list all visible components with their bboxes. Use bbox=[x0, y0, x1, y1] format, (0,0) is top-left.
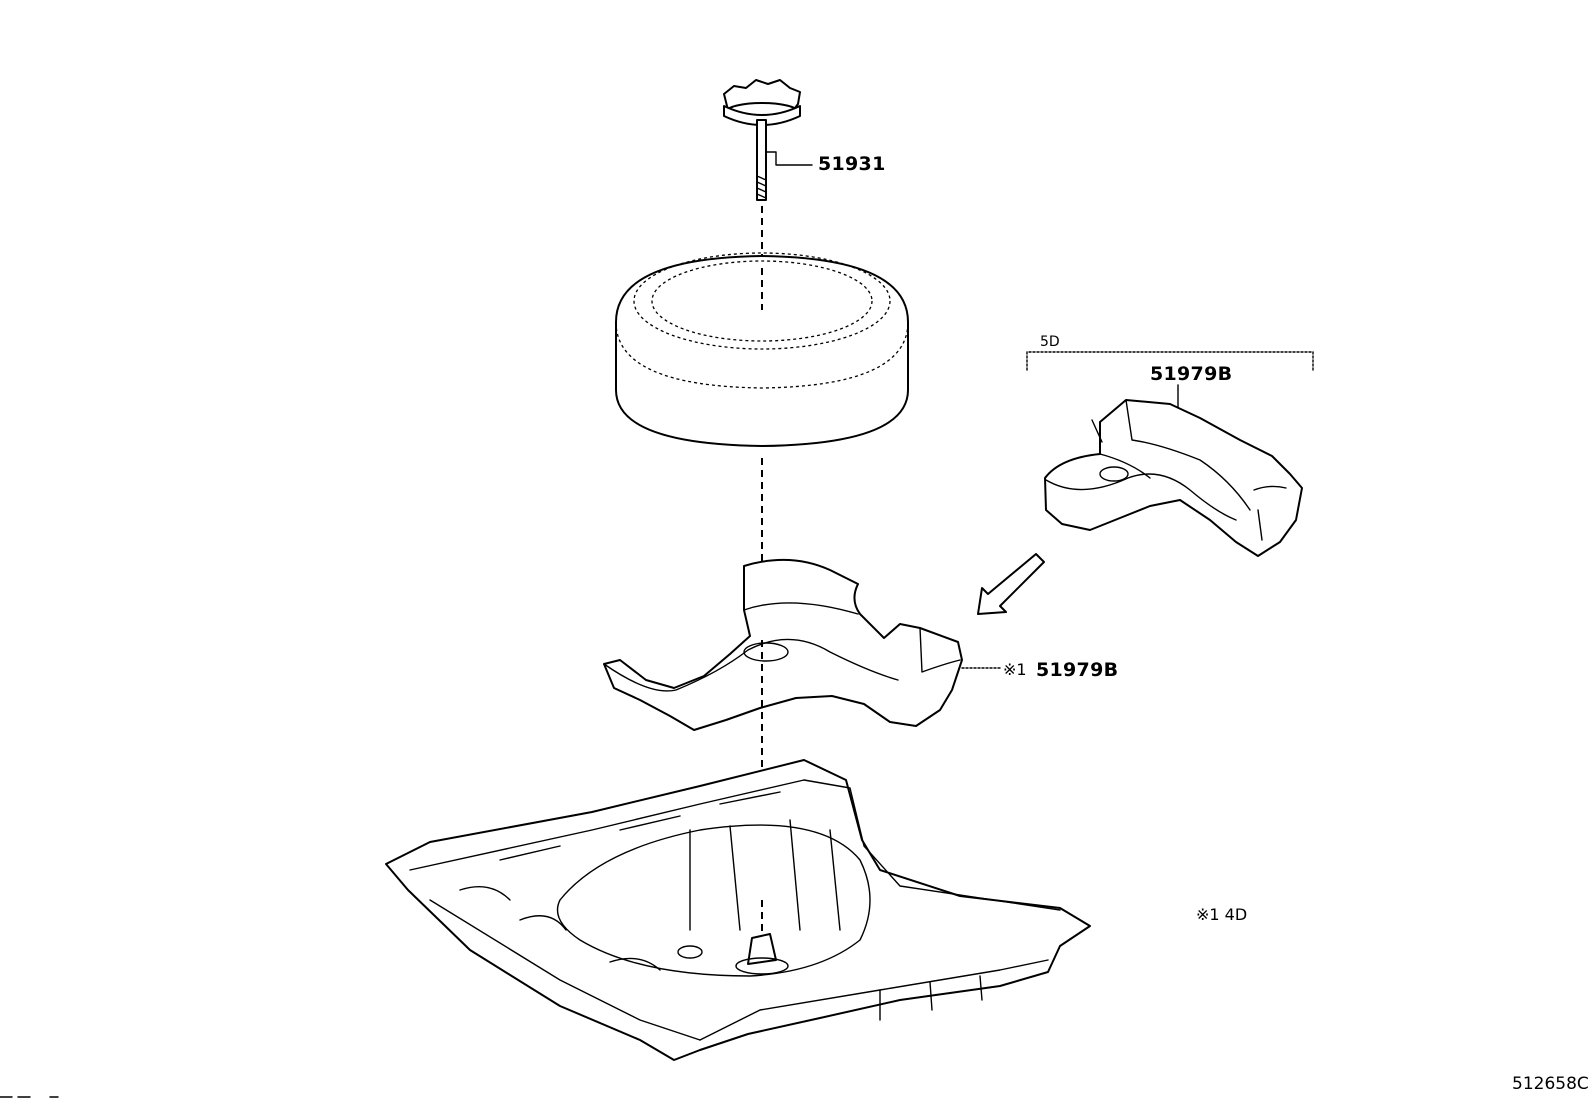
figure-id: 512658C bbox=[1512, 1074, 1589, 1094]
tray-footnote-marker: ※1 bbox=[1003, 660, 1027, 679]
direction-arrow bbox=[977, 553, 1045, 615]
hold-down-bolt bbox=[723, 79, 813, 201]
footnote-legend: ※1 4D bbox=[1196, 905, 1248, 924]
part-number-tray-4d: 51979B bbox=[1036, 659, 1119, 681]
rear-floor-pan bbox=[385, 759, 1091, 1061]
part-number-bolt: 51931 bbox=[818, 153, 886, 175]
part-number-tray-5d: 51979B bbox=[1150, 363, 1233, 385]
variant-label-5d: 5D bbox=[1040, 334, 1060, 350]
spare-tire bbox=[615, 252, 909, 447]
tray-5d bbox=[1044, 399, 1303, 557]
